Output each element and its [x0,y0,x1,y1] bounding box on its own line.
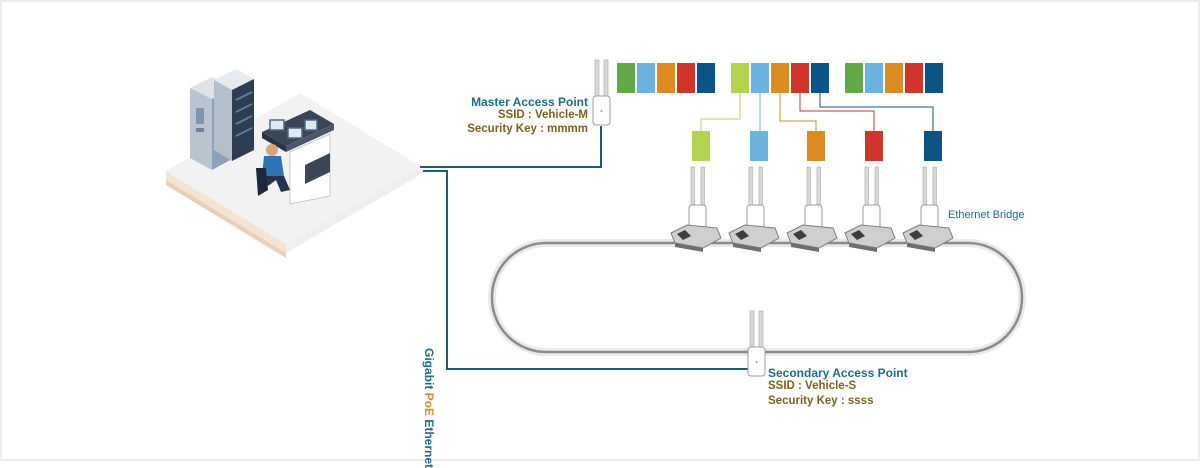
color-square [791,63,809,93]
color-square [865,63,883,93]
bridge-color-squares [692,131,942,161]
color-square [637,63,655,93]
connector-line [799,93,875,131]
operator-workstation-icon [256,110,334,205]
bridge-connector-lines [700,93,934,131]
antenna-rod [700,166,705,208]
vehicle-panel [909,230,923,240]
ssid-color-squares [617,63,943,93]
connector-line [779,93,817,131]
vehicle-icon [902,166,954,252]
master-ap-key: Security Key : mmmm [467,123,588,135]
bridge-square [924,131,942,161]
vehicle-panel [793,230,807,240]
color-square [731,63,749,93]
secondary-access-point-icon [747,310,766,377]
bridge-square [750,131,768,161]
color-square [657,63,675,93]
connector-line [819,93,934,131]
vehicle-base [675,243,703,252]
vehicle-icon [786,166,838,252]
bridge-square [807,131,825,161]
color-square [677,63,695,93]
master-ap-ssid: SSID : Vehicle-M [497,109,588,121]
vehicle-base [791,243,819,252]
color-square [925,63,943,93]
secondary-ap-title: Secondary Access Point [768,366,908,380]
cable-label-poe: PoE [422,392,436,417]
antenna-rod [932,166,937,208]
antenna-rod [806,166,811,208]
bridge-square [865,131,883,161]
vehicle-icon [670,166,722,252]
color-square [845,63,863,93]
antenna-rod [748,166,753,208]
vehicle-panel [677,230,691,240]
cable-label: Gigabit PoE Ethernet [422,348,436,468]
connector-line [700,93,741,131]
color-square [811,63,829,93]
cable-label-gigabit: Gigabit [422,348,436,393]
antenna-rod [864,166,869,208]
secondary-ap-key: Security Key : ssss [768,395,874,407]
master-ap-title: Master Access Point [471,95,588,109]
antenna-rod [874,166,879,208]
bridge-square [692,131,710,161]
color-square [905,63,923,93]
cable-label-ethernet: Ethernet [422,416,436,468]
vehicles [670,166,954,252]
antenna-rod [816,166,821,208]
vehicle-base [733,243,761,252]
color-square [771,63,789,93]
ethernet-cables [420,126,748,370]
color-square [617,63,635,93]
vehicle-panel [851,230,865,240]
color-square [697,63,715,93]
vehicle-base [907,243,935,252]
vehicle-panel [735,230,749,240]
vehicle-icon [844,166,896,252]
antenna-rod [922,166,927,208]
color-square [751,63,769,93]
color-square [885,63,903,93]
antenna-rod [758,166,763,208]
server-rack-icon [190,69,254,170]
vehicle-base [849,243,877,252]
antenna-rod [690,166,695,208]
secondary-ap-ssid: SSID : Vehicle-S [768,380,857,392]
vehicle-icon [728,166,780,252]
master-access-point-icon [592,59,611,126]
ethernet-bridge-label: Ethernet Bridge [948,209,1025,221]
